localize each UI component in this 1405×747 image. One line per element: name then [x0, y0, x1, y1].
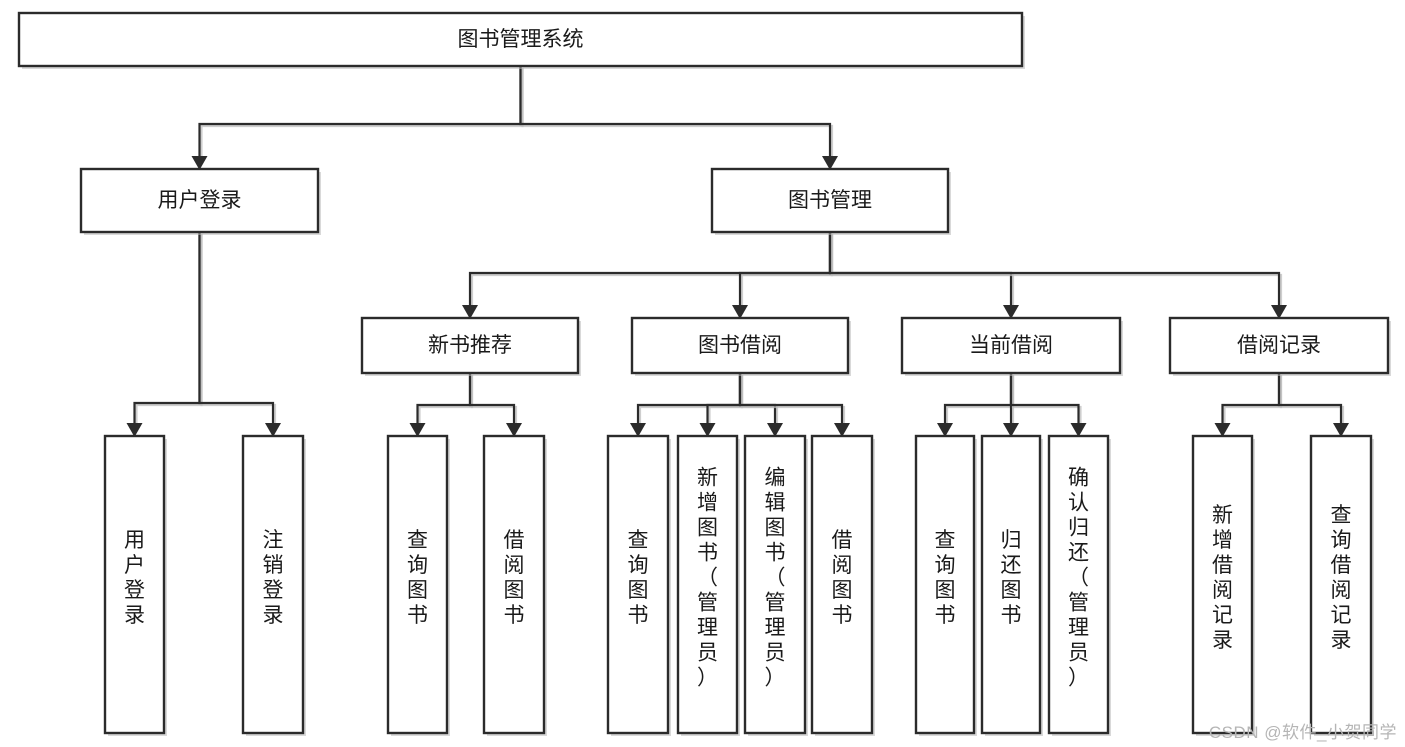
- node-label: 查询图书: [935, 529, 956, 627]
- connector-current-borrow-to-leaf-query-book-3: [937, 371, 1015, 437]
- arrow-head-icon: [767, 423, 783, 437]
- node-box[interactable]: [1047, 434, 1110, 735]
- connector-layer: [126, 64, 1349, 437]
- node-label: 图书管理: [788, 189, 872, 212]
- node-leaf-query-record[interactable]: 查询借阅记录: [1309, 434, 1374, 736]
- node-label: 当前借阅: [969, 334, 1053, 357]
- node-label: 借阅图书: [504, 529, 525, 627]
- arrow-head-icon: [630, 423, 646, 437]
- node-box[interactable]: [606, 434, 670, 735]
- node-box[interactable]: [676, 434, 739, 735]
- arrow-head-icon: [834, 423, 850, 437]
- node-leaf-user-login[interactable]: 用户登录: [103, 434, 167, 736]
- node-label: 新书推荐: [428, 334, 512, 357]
- arrow-head-icon: [1003, 305, 1019, 319]
- node-box[interactable]: [980, 434, 1042, 735]
- arrow-head-icon: [1271, 305, 1287, 319]
- node-leaf-query-book-2[interactable]: 查询图书: [606, 434, 671, 736]
- node-box[interactable]: [914, 434, 976, 735]
- node-label: 新增借阅记录: [1212, 504, 1233, 652]
- node-root-图书管理系统[interactable]: 图书管理系统: [17, 11, 1025, 69]
- connector-user-login-to-leaf-user-login: [126, 230, 203, 437]
- arrow-head-icon: [1333, 423, 1349, 437]
- node-user-login[interactable]: 用户登录: [79, 167, 321, 235]
- node-box[interactable]: [241, 434, 305, 735]
- connector-book-manage-to-book-borrow: [732, 230, 834, 319]
- node-label: 查询图书: [407, 529, 428, 627]
- arrow-head-icon: [409, 423, 426, 437]
- node-leaf-add-book[interactable]: 新增图书（管理员）: [676, 434, 740, 736]
- node-box[interactable]: [360, 316, 580, 375]
- node-label: 查询借阅记录: [1331, 504, 1352, 652]
- arrow-head-icon: [191, 156, 208, 170]
- connector-borrow-record-to-leaf-add-record: [1214, 371, 1283, 437]
- node-leaf-query-book-3[interactable]: 查询图书: [914, 434, 977, 736]
- node-box[interactable]: [1191, 434, 1254, 735]
- arrow-head-icon: [506, 423, 522, 437]
- node-label: 归还图书: [1001, 529, 1022, 627]
- node-box[interactable]: [103, 434, 166, 735]
- node-leaf-borrow-book-2[interactable]: 借阅图书: [810, 434, 875, 736]
- node-borrow-record[interactable]: 借阅记录: [1168, 316, 1391, 376]
- node-label: 新增图书（管理员）: [697, 467, 718, 690]
- node-label: 用户登录: [124, 529, 145, 627]
- node-box[interactable]: [630, 316, 850, 375]
- connector-book-borrow-to-leaf-borrow-book-2: [738, 371, 850, 437]
- arrow-head-icon: [937, 423, 953, 437]
- arrow-head-icon: [126, 423, 143, 437]
- arrow-head-icon: [1070, 423, 1087, 437]
- node-layer: 图书管理系统用户登录图书管理新书推荐图书借阅当前借阅借阅记录用户登录注销登录查询…: [17, 11, 1391, 736]
- node-label: 借阅图书: [832, 529, 853, 627]
- node-label: 用户登录: [158, 189, 242, 212]
- connector-user-login-to-leaf-logout: [198, 230, 281, 437]
- arrow-head-icon: [462, 305, 478, 319]
- arrow-head-icon: [822, 156, 838, 170]
- node-new-book-rec[interactable]: 新书推荐: [360, 316, 581, 376]
- connector-borrow-record-to-leaf-query-record: [1277, 371, 1349, 437]
- arrow-head-icon: [732, 305, 748, 319]
- node-leaf-return-book[interactable]: 归还图书: [980, 434, 1043, 736]
- node-current-borrow[interactable]: 当前借阅: [900, 316, 1123, 376]
- node-box[interactable]: [79, 167, 320, 234]
- arrow-head-icon: [265, 423, 281, 437]
- arrow-head-icon: [1214, 423, 1231, 437]
- node-leaf-query-book-1[interactable]: 查询图书: [386, 434, 450, 736]
- node-book-manage[interactable]: 图书管理: [710, 167, 951, 235]
- node-box[interactable]: [710, 167, 950, 234]
- node-label: 借阅记录: [1237, 334, 1321, 357]
- node-leaf-confirm-return[interactable]: 确认归还（管理员）: [1047, 434, 1111, 736]
- node-label: 编辑图书（管理员）: [765, 467, 786, 690]
- connector-root-to-user-login: [191, 64, 524, 170]
- connector-new-book-rec-to-leaf-query-book-1: [409, 371, 474, 437]
- node-label: 图书借阅: [698, 334, 782, 357]
- node-box[interactable]: [743, 434, 807, 735]
- node-box[interactable]: [482, 434, 546, 735]
- connector-new-book-rec-to-leaf-borrow-book-1: [468, 371, 522, 437]
- arrow-head-icon: [699, 423, 716, 437]
- node-label: 确认归还（管理员）: [1068, 467, 1089, 690]
- node-box[interactable]: [17, 11, 1024, 68]
- node-label: 注销登录: [263, 529, 284, 627]
- connector-book-manage-to-borrow-record: [828, 230, 1287, 319]
- node-box[interactable]: [810, 434, 874, 735]
- connector-current-borrow-to-leaf-confirm-return: [1009, 371, 1087, 437]
- connector-root-to-book-manage: [519, 64, 838, 170]
- node-label: 图书管理系统: [458, 28, 584, 51]
- node-box[interactable]: [1309, 434, 1373, 735]
- node-leaf-add-record[interactable]: 新增借阅记录: [1191, 434, 1255, 736]
- arrow-head-icon: [1003, 423, 1019, 437]
- node-box[interactable]: [386, 434, 449, 735]
- node-leaf-borrow-book-1[interactable]: 借阅图书: [482, 434, 547, 736]
- node-box[interactable]: [900, 316, 1122, 375]
- node-box[interactable]: [1168, 316, 1390, 375]
- node-leaf-logout[interactable]: 注销登录: [241, 434, 306, 736]
- node-label: 查询图书: [628, 529, 649, 627]
- node-book-borrow[interactable]: 图书借阅: [630, 316, 851, 376]
- node-leaf-edit-book[interactable]: 编辑图书（管理员）: [743, 434, 808, 736]
